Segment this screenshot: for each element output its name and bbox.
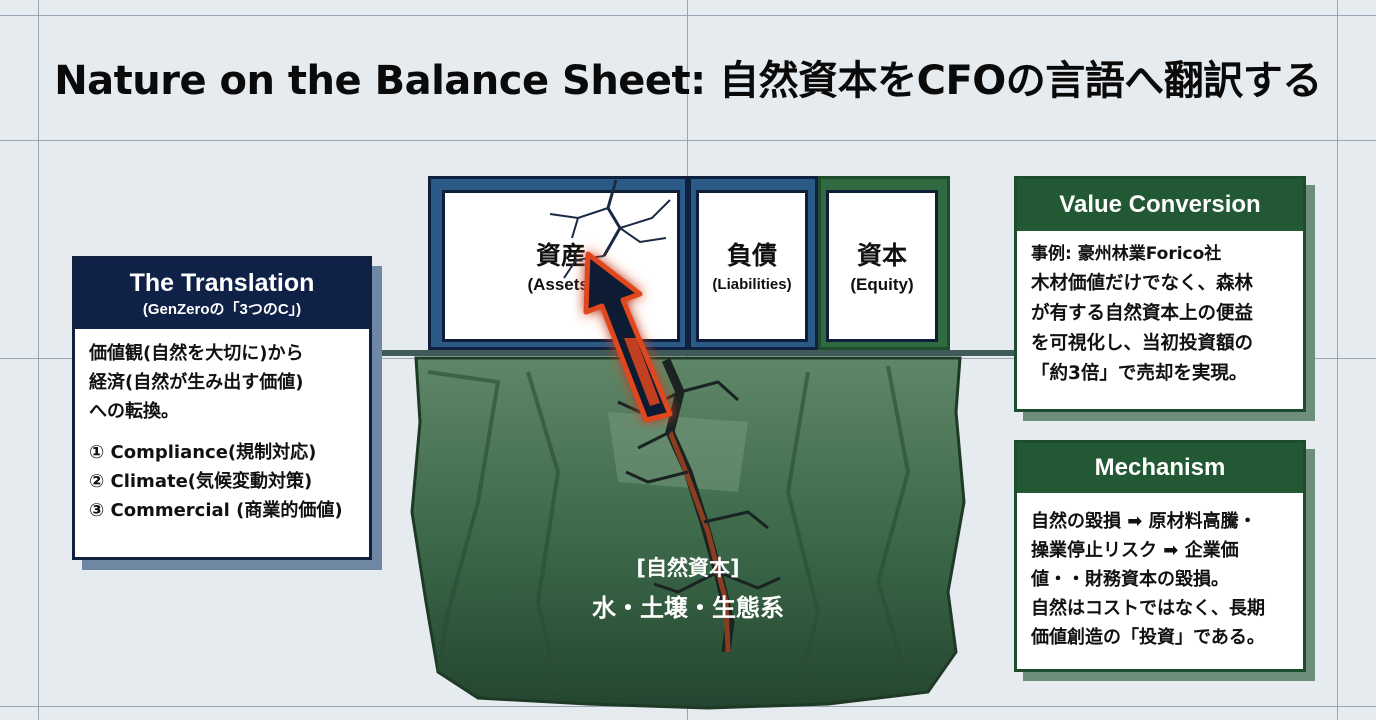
assets-jp: 資産 (535, 241, 586, 270)
value-conversion-card: Value Conversion 事例: 豪州林業Forico社 木材価値だけで… (1014, 176, 1306, 412)
assets-en: (Assets) (527, 275, 595, 294)
translation-line: 価値観(自然を大切に)から (89, 343, 304, 364)
page-title: Nature on the Balance Sheet: 自然資本をCFOの言語… (54, 58, 1322, 104)
case-study-label: 事例: 豪州林業Forico社 (1031, 244, 1222, 264)
value-line: 「約3倍」で売却を実現。 (1031, 363, 1248, 384)
three-c-item: ① Compliance(規制対応) (89, 442, 317, 463)
translation-line: への転換。 (89, 401, 179, 422)
three-c-item: ② Climate(気候変動対策) (89, 471, 313, 492)
mechanism-line: 自然の毀損 ➡ 原材料高騰・ (1031, 511, 1257, 532)
mechanism-line: 価値創造の「投資」である。 (1031, 627, 1265, 648)
balance-sheet: 資産 (Assets) 負債 (Liabilities) 資本 (Equity) (428, 176, 992, 350)
value-arrow-illustration (549, 179, 673, 423)
mechanism-body: 自然の毀損 ➡ 原材料高騰・ 操業停止リスク ➡ 企業価 値・・財務資本の毀損。… (1017, 493, 1303, 652)
value-line: を可視化し、当初投資額の (1031, 333, 1254, 354)
translation-heading: The Translation (129, 269, 315, 297)
translation-subheading: (GenZeroの「3つのC」) (142, 301, 302, 318)
translation-card-header: The Translation (GenZeroの「3つのC」) (75, 259, 369, 329)
mechanism-heading: Mechanism (1017, 443, 1303, 493)
up-arrow-icon (583, 251, 673, 423)
liabilities-jp: 負債 (726, 241, 777, 270)
liabilities-en: (Liabilities) (712, 276, 792, 293)
translation-line: 経済(自然が生み出す価値) (89, 372, 304, 393)
nature-capital-items: 水・土壌・生態系 (592, 594, 784, 622)
liabilities-box: 負債 (Liabilities) (696, 190, 808, 342)
translation-body: 価値観(自然を大切に)から 経済(自然が生み出す価値) への転換。 ① Comp… (75, 329, 369, 525)
nature-cliff-illustration (410, 356, 966, 710)
three-c-list: ① Compliance(規制対応) ② Climate(気候変動対策) ③ C… (89, 438, 361, 525)
value-line: が有する自然資本上の便益 (1031, 303, 1254, 324)
nature-capital-label: [自然資本] (636, 556, 740, 580)
mechanism-line: 自然はコストではなく、長期 (1031, 598, 1265, 619)
mechanism-line: 値・・財務資本の毀損。 (1031, 569, 1229, 590)
equity-box: 資本 (Equity) (826, 190, 938, 342)
equity-en: (Equity) (850, 275, 914, 294)
value-line: 木材価値だけでなく、森林 (1031, 273, 1254, 294)
value-conversion-body: 事例: 豪州林業Forico社 木材価値だけでなく、森林 が有する自然資本上の便… (1017, 231, 1303, 389)
value-conversion-heading: Value Conversion (1017, 179, 1303, 231)
translation-card: The Translation (GenZeroの「3つのC」) 価値観(自然を… (72, 256, 372, 560)
assets-crack (602, 179, 622, 257)
equity-jp: 資本 (856, 241, 907, 270)
assets-box: 資産 (Assets) (442, 190, 680, 342)
mechanism-card: Mechanism 自然の毀損 ➡ 原材料高騰・ 操業停止リスク ➡ 企業価 値… (1014, 440, 1306, 672)
three-c-item: ③ Commercial (商業的価値) (89, 500, 343, 521)
mechanism-line: 操業停止リスク ➡ 企業価 (1031, 540, 1239, 561)
ground-line (366, 350, 1016, 356)
